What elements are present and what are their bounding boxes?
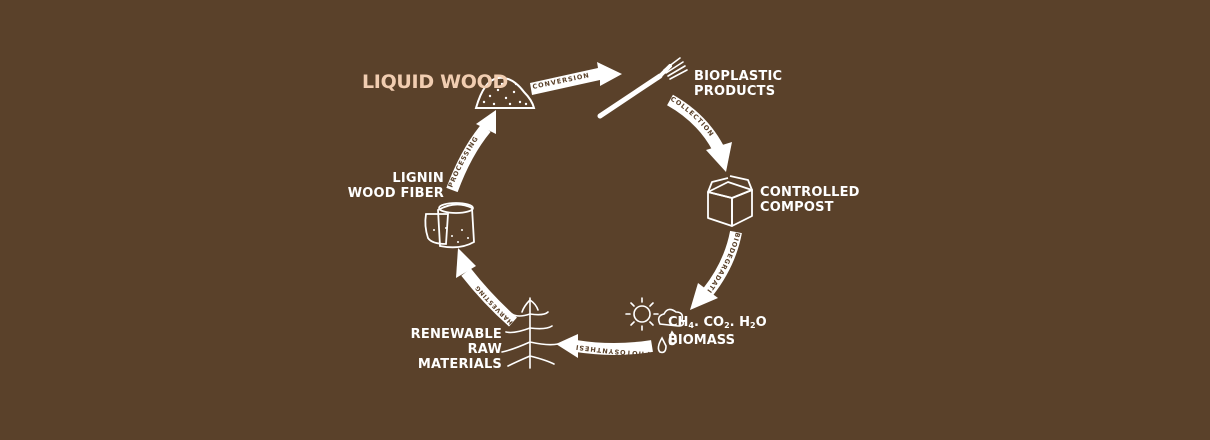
svg-text:PHOTOSYNTHESIS: PHOTOSYNTHESIS [0, 0, 650, 358]
fork-icon [597, 57, 688, 119]
harvesting-arrow: HARVESTING [456, 248, 517, 327]
controlled-compost-label: CONTROLLED COMPOST [760, 185, 860, 215]
plant-icon [501, 297, 559, 369]
formula-line: CH4. CO2. H2O [668, 315, 767, 330]
bioplastic-label-line1: BIOPLASTIC [694, 69, 783, 84]
photosynthesis-arrow: PHOTOSYNTHESIS [0, 0, 653, 358]
bioplastic-label-line2: PRODUCTS [694, 84, 776, 99]
compost-label-line2: COMPOST [760, 200, 834, 215]
compost-label-line1: CONTROLLED [760, 185, 860, 200]
renewable-label-line1: RENEWABLE [410, 327, 502, 342]
harvesting-label: HARVESTING [474, 284, 514, 326]
lignin-label-line2: WOOD FIBER [347, 186, 444, 201]
biodegradation-arrow: BIODEGRADATION [0, 0, 742, 310]
sun-cloud-icon [625, 297, 685, 331]
processing-arrow: PROCESSING [446, 110, 496, 193]
gas-formula-label: CH4. CO2. H2O BIOMASS [668, 315, 767, 348]
svg-text:PROCESSING: PROCESSING [447, 134, 481, 188]
photosynthesis-label: PHOTOSYNTHESIS [0, 0, 649, 358]
biodegradation-label: BIODEGRADATION [0, 0, 741, 295]
biomass-label: BIOMASS [668, 333, 735, 348]
renewable-label-line2: RAW MATERIALS [417, 342, 502, 372]
liquid-wood-label: LIQUID WOOD [362, 71, 508, 93]
collection-arrow: COLLECTION [666, 94, 732, 172]
bioplastic-products-label: BIOPLASTIC PRODUCTS [694, 69, 782, 99]
water-drops-icon [657, 330, 677, 354]
conversion-arrow: CONVERSION [530, 62, 622, 95]
lignin-wood-fiber-label: LIGNIN WOOD FIBER [340, 171, 444, 201]
renewable-raw-materials-label: RENEWABLE RAW MATERIALS [382, 327, 502, 372]
fiber-bale-icon [424, 202, 475, 249]
lignin-label-line1: LIGNIN [392, 171, 444, 186]
wood-pile-icon [474, 76, 536, 109]
svg-text:HARVESTING: HARVESTING [474, 284, 515, 326]
compost-box-icon [707, 175, 753, 227]
processing-label: PROCESSING [447, 134, 480, 188]
svg-text:BIODEGRADATION: BIODEGRADATION [0, 0, 742, 295]
